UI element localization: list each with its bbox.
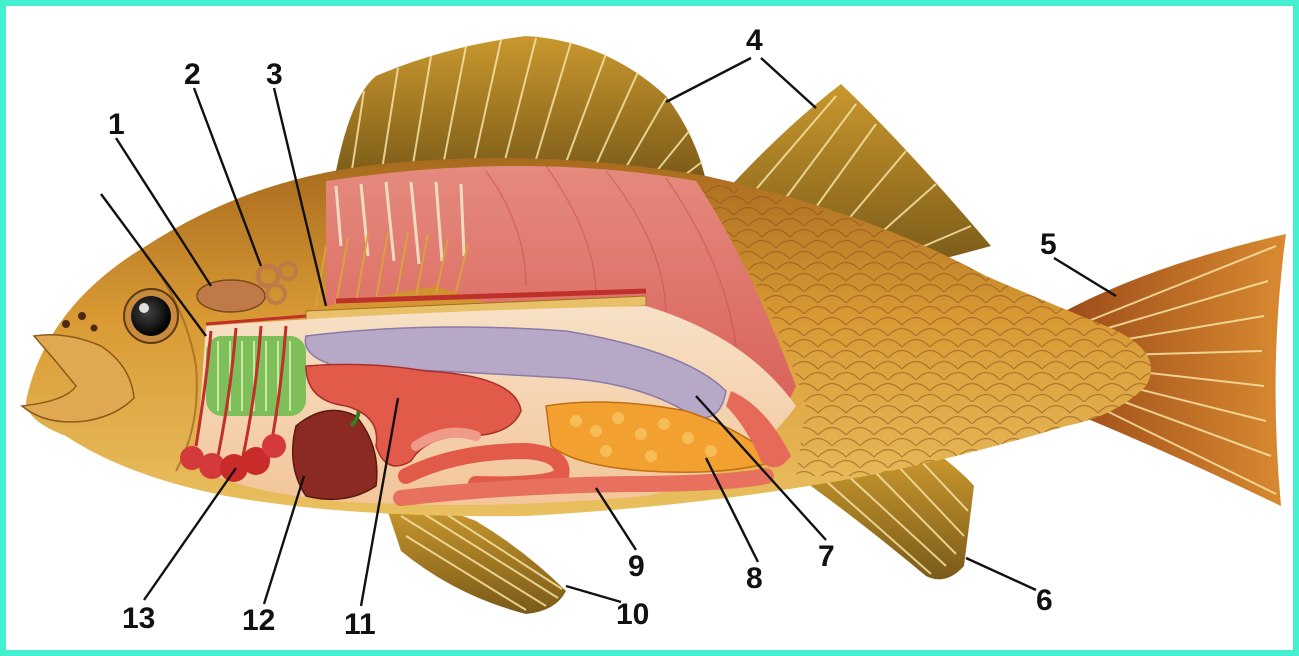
label-8: 8 (746, 562, 763, 595)
label-7: 7 (818, 540, 835, 573)
label-6: 6 (1036, 584, 1053, 617)
label-4: 4 (746, 24, 763, 57)
label-3: 3 (266, 58, 283, 91)
diagram-frame: 1 2 3 4 5 6 7 8 9 10 11 12 13 (6, 6, 1293, 650)
eye (124, 289, 178, 343)
label-13: 13 (122, 602, 155, 635)
label-10: 10 (616, 598, 649, 631)
fish-anatomy-diagram: 1 2 3 4 5 6 7 8 9 10 11 12 13 (6, 6, 1293, 650)
label-1: 1 (108, 108, 125, 141)
leader-10 (566, 586, 621, 602)
label-11: 11 (344, 608, 376, 641)
leader-6 (966, 558, 1036, 590)
pelvic-fin (386, 505, 566, 614)
label-5: 5 (1040, 228, 1057, 261)
leader-5 (1054, 258, 1116, 296)
label-9: 9 (628, 550, 645, 583)
leader-4b (761, 58, 816, 108)
label-12: 12 (242, 604, 275, 637)
label-2: 2 (184, 58, 201, 91)
leader-4a (666, 58, 751, 102)
